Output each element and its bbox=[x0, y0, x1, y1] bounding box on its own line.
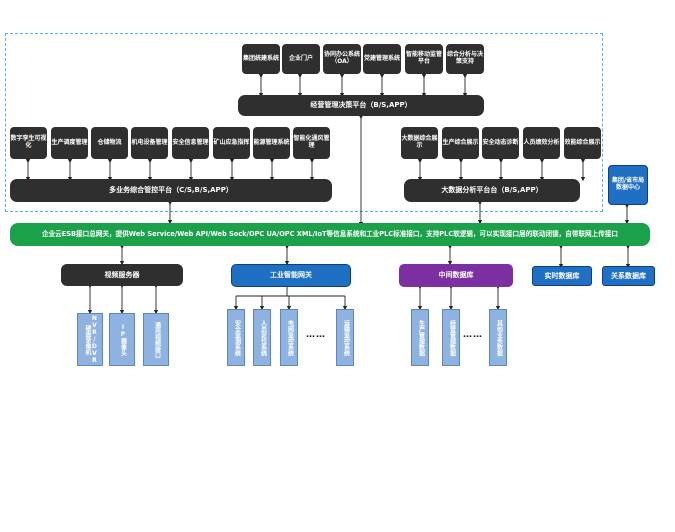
middle-ellipsis: …… bbox=[463, 330, 483, 340]
video-item-ip-camera: IP摄像头 bbox=[109, 313, 135, 366]
business-platform: 多业务综合管控平台（C/S,B/S,APP） bbox=[10, 179, 332, 202]
business-item-equipment: 机电设备管理 bbox=[131, 127, 168, 159]
decision-item-group-system: 集团统建系统 bbox=[242, 44, 280, 74]
decision-item-analysis: 综合分析与决策支持 bbox=[446, 44, 484, 74]
business-item-energy: 能源管理系统 bbox=[253, 127, 290, 159]
bigdata-item-efficiency: 效能综合展示 bbox=[564, 127, 601, 159]
bigdata-item-safety-diagnosis: 安全动态诊断 bbox=[482, 127, 519, 159]
realtime-database: 实时数据库 bbox=[532, 266, 592, 286]
gateway-ellipsis: …… bbox=[306, 330, 326, 340]
decision-item-party: 党建管理系统 bbox=[363, 44, 401, 74]
relational-database: 关系数据库 bbox=[602, 266, 655, 286]
middle-item-production: 生产管理数据 bbox=[411, 309, 429, 366]
bigdata-platform: 大数据分析平台台（B/S,APP） bbox=[404, 179, 580, 202]
decision-item-portal: 企业门户 bbox=[282, 44, 320, 74]
middle-database: 中间数据库 bbox=[399, 264, 513, 287]
gateway-item-safety-monitoring: 安全监测系统 bbox=[227, 309, 245, 366]
gateway-item-personnel: 人员定位系统 bbox=[253, 309, 271, 366]
gateway-item-transport: 运输监控系统 bbox=[336, 309, 354, 366]
bigdata-item-overview: 大数据综合展示 bbox=[401, 127, 438, 159]
video-server: 视频服务器 bbox=[61, 264, 183, 286]
decision-platform: 经营管理决策平台（B/S,APP） bbox=[238, 95, 484, 116]
middle-item-other: 其他业务数据 bbox=[489, 309, 507, 366]
video-item-nvr: NVR/DVR硬盘录像机 bbox=[77, 313, 103, 366]
business-item-digital-twin: 数字孪生可视化 bbox=[10, 127, 47, 159]
business-item-safety: 安全信息管理 bbox=[172, 127, 209, 159]
business-item-dispatch: 生产调度管理 bbox=[51, 127, 88, 159]
video-item-interface: 通用视频接口 bbox=[143, 313, 169, 366]
decision-item-mobile: 智能移动监管平台 bbox=[405, 44, 443, 74]
business-item-logistics: 仓储物流 bbox=[91, 127, 128, 159]
upper-layer-frame bbox=[5, 33, 603, 212]
bigdata-item-performance: 人员绩效分析 bbox=[523, 127, 560, 159]
esb-gateway-bus: 企业云ESB接口总网关，提供Web Service/Web API/Web So… bbox=[10, 223, 650, 246]
business-item-emergency: 矿山应急指挥 bbox=[213, 127, 250, 159]
decision-item-oa: 协同办公系统（OA） bbox=[323, 44, 361, 74]
gateway-item-power-grid: 电网监控系统 bbox=[280, 309, 298, 366]
industrial-gateway: 工业智能网关 bbox=[231, 264, 351, 287]
bigdata-item-production: 生产综合展示 bbox=[442, 127, 479, 159]
city-data-center: 集团/省市局数据中心 bbox=[608, 165, 648, 205]
middle-item-operation: 经营管理数据 bbox=[442, 309, 460, 366]
business-item-ventilation: 智能化通风管理 bbox=[293, 127, 330, 159]
